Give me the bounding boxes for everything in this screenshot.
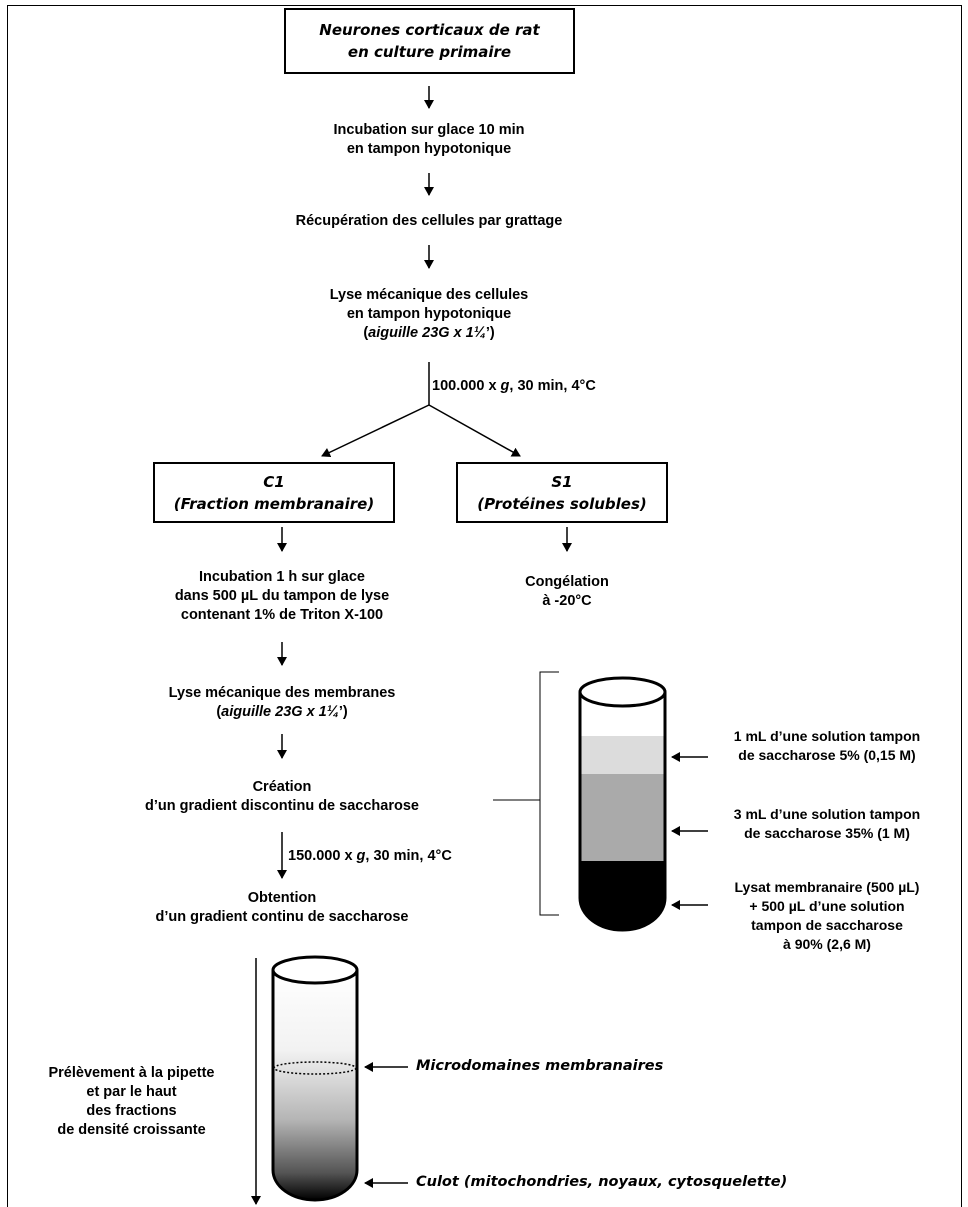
lyse-membranes-tool-italic: aiguille 23G x 1¼ xyxy=(221,704,339,720)
step-congelation: Congélation à -20°C xyxy=(467,573,667,611)
culot-italic: mitochondries, noyaux, cytosquelette xyxy=(470,1174,781,1190)
tube1-layer3-line1: Lysat membranaire (500 µL) xyxy=(734,879,920,895)
step-incubation-glace: Incubation sur glace 10 min en tampon hy… xyxy=(229,121,629,159)
tube1-layer1-line1: 1 mL d’une solution tampon xyxy=(733,728,921,744)
start-box-line2: en culture primaire xyxy=(347,43,512,61)
step-creation-line1: Création xyxy=(252,779,312,795)
diagram-frame xyxy=(7,5,962,1207)
branch-left-arrow xyxy=(321,404,430,458)
centrifugation-2-suffix: , 30 min, 4°C xyxy=(365,848,452,864)
step-lyse-membranes-line1: Lyse mécanique des membranes xyxy=(168,685,396,701)
centrifugation-2-prefix: 150.000 x xyxy=(288,848,357,864)
step-lyse-cellules-line1: Lyse mécanique des cellules xyxy=(329,287,529,303)
centrifugation-1-g: g xyxy=(500,378,510,394)
step-lyse-membranes: Lyse mécanique des membranes (aiguille 2… xyxy=(82,684,482,722)
tube1-layer2-line1: 3 mL d’une solution tampon xyxy=(733,806,921,822)
box-c1-subtitle-wrap: (Fraction membranaire) xyxy=(173,494,375,513)
step-lyse-cellules-tool: (aiguille 23G x 1¼’) xyxy=(363,325,495,341)
step-creation: Création d’un gradient discontinu de sac… xyxy=(82,778,482,816)
step-incubation-triton: Incubation 1 h sur glace dans 500 µL du … xyxy=(82,568,482,625)
box-s1: S1 (Protéines solubles) xyxy=(456,462,668,523)
box-s1-subtitle: (Protéines solubles) xyxy=(477,494,647,513)
tube1-layer2-label: 3 mL d’une solution tampon de saccharose… xyxy=(697,805,957,843)
lyse-cellules-tool-italic: aiguille 23G x 1¼ xyxy=(368,325,486,341)
tube-discontinuous xyxy=(578,676,667,932)
step-congelation-line1: Congélation xyxy=(525,574,609,590)
step-creation-line2: d’un gradient discontinu de saccharose xyxy=(145,798,419,814)
tube2-microdomaines-label: Microdomaines membranaires xyxy=(416,1058,664,1074)
step-incubation-triton-line1: Incubation 1 h sur glace xyxy=(199,569,365,585)
box-c1: C1 (Fraction membranaire) xyxy=(153,462,395,523)
tube-continuous xyxy=(271,955,359,1202)
centrifugation-1-suffix: , 30 min, 4°C xyxy=(509,378,596,394)
culot-suffix: ) xyxy=(780,1174,788,1190)
tube1-layer2-line2: de saccharose 35% (1 M) xyxy=(744,825,910,841)
box-c1-title: C1 xyxy=(263,472,285,491)
bracket xyxy=(539,671,559,916)
culot-prefix: Culot ( xyxy=(416,1174,471,1190)
tube1-layer1-line2: de saccharose 5% (0,15 M) xyxy=(738,747,916,763)
prelevement-line3: des fractions xyxy=(86,1103,177,1119)
step-lyse-membranes-tool: (aiguille 23G x 1¼’) xyxy=(216,704,348,720)
tube1-layer1-label: 1 mL d’une solution tampon de saccharose… xyxy=(697,727,957,765)
lyse-membranes-tool-suffix: ’) xyxy=(338,704,348,720)
step-incubation-triton-line2: dans 500 µL du tampon de lyse xyxy=(174,588,390,604)
step-lyse-cellules-line2: en tampon hypotonique xyxy=(346,306,512,322)
step-incubation-glace-line1: Incubation sur glace 10 min xyxy=(333,122,525,138)
step-incubation-glace-line2: en tampon hypotonique xyxy=(346,141,512,157)
prelevement-line4: de densité croissante xyxy=(57,1122,206,1138)
tube1-layer3-line2: + 500 µL d’une solution xyxy=(749,898,905,914)
step-obtention-line1: Obtention xyxy=(247,890,317,906)
tube2-culot-label: Culot (mitochondries, noyaux, cytosquele… xyxy=(416,1173,787,1192)
start-box: Neurones corticaux de rat en culture pri… xyxy=(284,8,575,74)
prelevement-line1: Prélèvement à la pipette xyxy=(48,1065,215,1081)
prelevement-line2: et par le haut xyxy=(86,1084,177,1100)
step-congelation-line2: à -20°C xyxy=(542,593,592,609)
step-recuperation: Récupération des cellules par grattage xyxy=(295,213,563,229)
tube1-layer3-line4: à 90% (2,6 M) xyxy=(783,936,871,952)
tube1-layer3-label: Lysat membranaire (500 µL) + 500 µL d’un… xyxy=(697,878,957,954)
step-prelevement: Prélèvement à la pipette et par le haut … xyxy=(14,1064,249,1140)
step-obtention: Obtention d’un gradient continu de sacch… xyxy=(82,889,482,927)
branch-right-arrow xyxy=(428,404,521,457)
centrifugation-1-prefix: 100.000 x xyxy=(432,378,501,394)
centrifugation-2-g: g xyxy=(356,848,366,864)
box-s1-title: S1 xyxy=(551,472,573,491)
box-c1-subtitle: Fraction membranaire xyxy=(180,494,368,513)
start-box-line1: Neurones corticaux de rat xyxy=(319,21,540,39)
centrifugation-2: 150.000 x g, 30 min, 4°C xyxy=(288,847,452,866)
step-incubation-triton-line3: contenant 1% de Triton X-100 xyxy=(180,607,384,623)
step-lyse-cellules: Lyse mécanique des cellules en tampon hy… xyxy=(229,286,629,343)
lyse-cellules-tool-suffix: ’) xyxy=(485,325,495,341)
step-obtention-line2: d’un gradient continu de saccharose xyxy=(155,909,409,925)
tube1-layer3-line3: tampon de saccharose xyxy=(751,917,903,933)
centrifugation-1: 100.000 x g, 30 min, 4°C xyxy=(432,377,596,396)
